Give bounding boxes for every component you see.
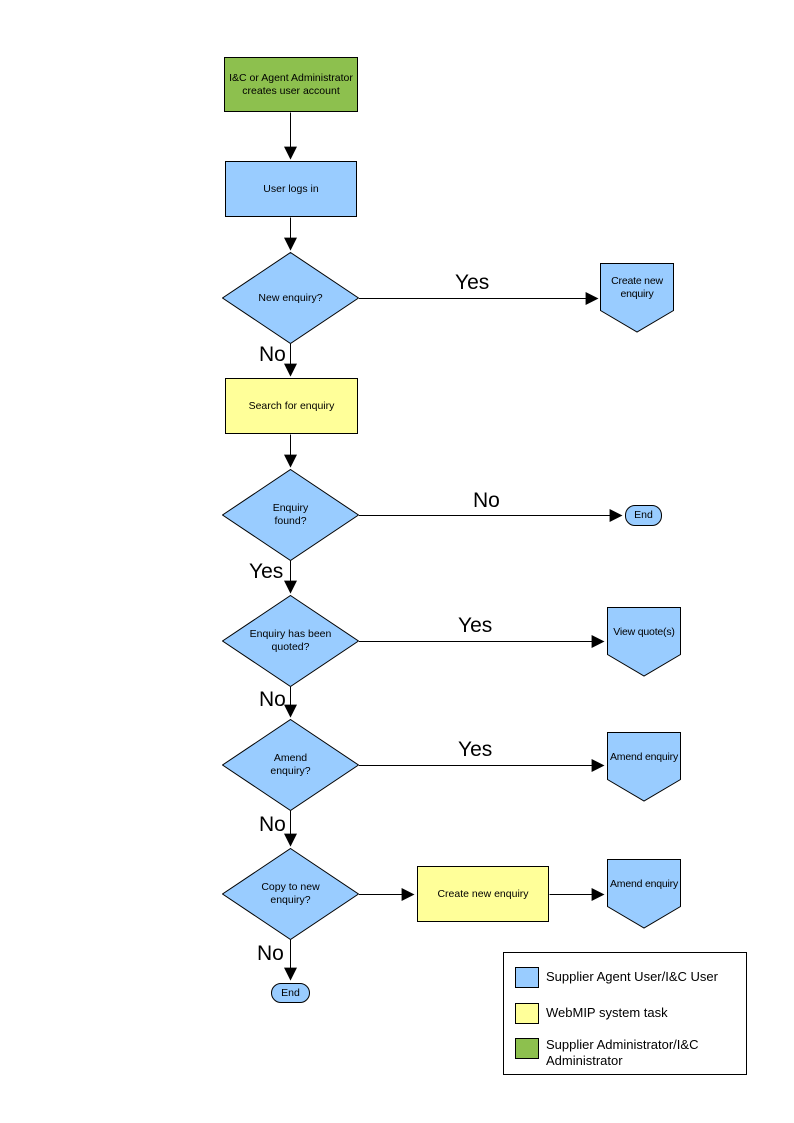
legend-swatch-admin (515, 1038, 539, 1059)
edge-label-yes-enquiry-found: Yes (249, 560, 284, 583)
legend-swatch-system (515, 1003, 539, 1024)
diamond-shape (222, 469, 359, 561)
node-label: User logs in (263, 182, 319, 195)
node-new-enquiry-decision: New enquiry? (222, 252, 359, 344)
node-end-top: End (625, 505, 662, 526)
node-end-bottom: End (271, 983, 310, 1003)
node-admin-creates-account: I&C or Agent Administrator creates user … (224, 57, 358, 112)
node-label: End (281, 986, 300, 999)
node-user-logs-in: User logs in (225, 161, 357, 217)
node-label: Amend enquiry (609, 877, 679, 890)
diamond-shape (222, 848, 359, 940)
node-label: Search for enquiry (248, 399, 335, 412)
edge-label-no-enquiry-found: No (473, 489, 500, 512)
node-label: Enquiry found? (272, 502, 309, 527)
edge-label-yes-new-enquiry: Yes (455, 271, 490, 294)
edge-label-no-amend: No (259, 813, 286, 836)
node-label: Amend enquiry (609, 750, 679, 763)
edge-label-yes-quoted: Yes (458, 614, 493, 637)
node-label: Amend enquiry? (270, 752, 311, 777)
node-view-quotes-offpage: View quote(s) (607, 607, 681, 677)
node-enquiry-quoted-decision: Enquiry has been quoted? (222, 595, 359, 687)
offpage-connector-shape (607, 732, 681, 802)
node-label: Create new enquiry (611, 275, 663, 300)
node-search-for-enquiry: Search for enquiry (225, 378, 358, 434)
diamond-shape (222, 595, 359, 687)
node-amend-enquiry-offpage-2: Amend enquiry (607, 859, 681, 929)
node-copy-to-new-enquiry-decision: Copy to new enquiry? (222, 848, 359, 940)
diamond-shape (222, 252, 359, 344)
node-label: New enquiry? (258, 291, 323, 304)
node-amend-enquiry-offpage-1: Amend enquiry (607, 732, 681, 802)
node-label: Create new enquiry (437, 887, 529, 900)
legend-label-system: WebMIP system task (546, 1005, 668, 1020)
node-create-new-enquiry-task: Create new enquiry (417, 866, 549, 922)
offpage-connector-shape (600, 263, 674, 333)
offpage-connector-shape (607, 607, 681, 677)
legend-swatch-user (515, 967, 539, 988)
edge-label-yes-amend: Yes (458, 738, 493, 761)
node-label: Copy to new enquiry? (261, 881, 320, 906)
node-enquiry-found-decision: Enquiry found? (222, 469, 359, 561)
node-label: Enquiry has been quoted? (249, 628, 332, 653)
node-amend-enquiry-decision: Amend enquiry? (222, 719, 359, 811)
node-label: I&C or Agent Administrator creates user … (229, 71, 353, 97)
offpage-connector-shape (607, 859, 681, 929)
node-label: End (634, 509, 653, 521)
edge-label-no-copy: No (257, 942, 284, 965)
node-create-new-enquiry-offpage: Create new enquiry (600, 263, 674, 333)
legend-label-user: Supplier Agent User/I&C User (546, 969, 718, 984)
diamond-shape (222, 719, 359, 811)
edge-label-no-quoted: No (259, 688, 286, 711)
edge-label-no-new-enquiry: No (259, 343, 286, 366)
legend-label-admin: Supplier Administrator/I&C Administrator (546, 1037, 699, 1068)
node-label: View quote(s) (613, 625, 675, 638)
legend: Supplier Agent User/I&C User WebMIP syst… (503, 952, 747, 1075)
